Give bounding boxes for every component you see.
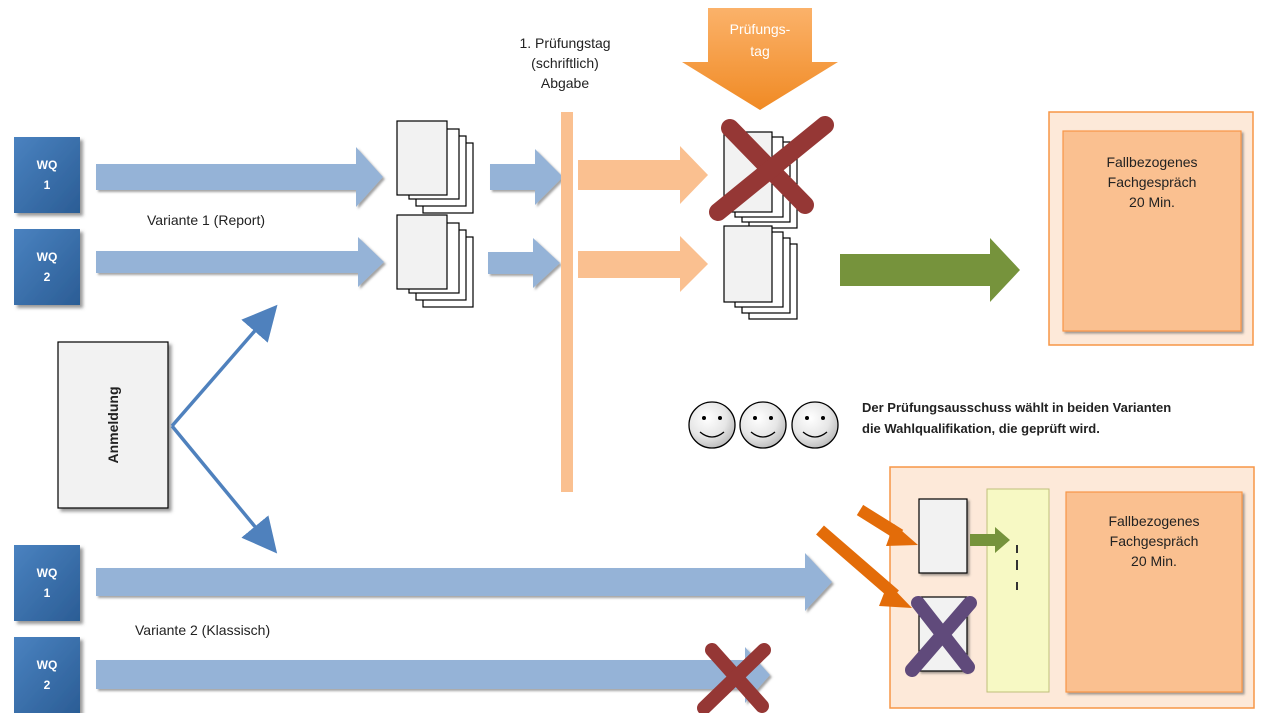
exam-day-1-line2: (schriftlich) xyxy=(531,55,599,71)
arrow-v2-wq2-long xyxy=(96,647,770,703)
arrow-wq2-to-docs xyxy=(96,237,384,287)
registration-label: Anmeldung xyxy=(105,386,121,464)
panel-top-text: Fallbezogenes Fachgespräch 20 Min. xyxy=(1063,152,1241,212)
yellow-box-text-lines xyxy=(1016,545,1018,590)
cross-icon-exam-top xyxy=(709,116,834,221)
wq-label-v2-1: WQ 1 xyxy=(14,545,80,621)
exam-day-arrow xyxy=(682,8,838,110)
wq-label-line1: WQ xyxy=(36,658,58,672)
wq-box-v2-1 xyxy=(14,545,80,621)
panel-top-line2: Fachgespräch xyxy=(1107,174,1197,190)
arrow-green-small xyxy=(970,527,1010,553)
panel-bottom-line1: Fallbezogenes xyxy=(1108,513,1200,529)
committee-note-line2: die Wahlqualifikation, die geprüft wird. xyxy=(862,421,1100,436)
arrow-wq1-to-docs xyxy=(96,147,383,207)
arrow-peach-bottom xyxy=(578,236,708,292)
doc-small-top xyxy=(918,498,968,574)
smiley-icon-1 xyxy=(688,401,736,449)
exam-day-1-label: 1. Prüfungstag (schriftlich) Abgabe xyxy=(490,33,640,93)
doc-stack-exam-bottom xyxy=(723,225,798,320)
cross-icon-v2-wq2 xyxy=(697,643,771,713)
cross-icon-purple xyxy=(905,596,977,677)
wq-label-line2: 2 xyxy=(43,270,51,284)
wq-label-line2: 2 xyxy=(43,678,51,692)
wq-label-line1: WQ xyxy=(36,250,58,264)
doc-stack-v1-wq1 xyxy=(396,120,474,214)
wq-label-line2: 1 xyxy=(43,178,51,192)
exam-day-arrow-label: Prüfungs- tag xyxy=(708,18,812,62)
panel-bottom-text: Fallbezogenes Fachgespräch 20 Min. xyxy=(1066,511,1242,571)
arrow-docs2-to-line xyxy=(488,238,560,288)
wq-label-line2: 1 xyxy=(43,586,51,600)
exam-day-arrow-line1: Prüfungs- xyxy=(729,21,791,37)
exam-day-1-line xyxy=(561,112,573,492)
registration-box xyxy=(57,341,169,509)
wq-box-v1-2 xyxy=(14,229,80,305)
wq-label-v1-1: WQ 1 xyxy=(14,137,80,213)
wq-label-line1: WQ xyxy=(36,566,58,580)
arrow-registration-to-v1 xyxy=(170,304,278,428)
arrow-green-to-panel xyxy=(840,238,1020,302)
panel-bottom-line2: Fachgespräch xyxy=(1109,533,1199,549)
wq-label-v1-2: WQ 2 xyxy=(14,229,80,305)
committee-note-line1: Der Prüfungsausschuss wählt in beiden Va… xyxy=(862,400,1172,415)
exam-day-1-line1: 1. Prüfungstag xyxy=(519,35,611,51)
panel-top-line1: Fallbezogenes xyxy=(1106,154,1198,170)
committee-note: Der Prüfungsausschuss wählt in beiden Va… xyxy=(862,397,1171,439)
panel-bottom-line3: 20 Min. xyxy=(1131,553,1177,569)
panel-top-inner xyxy=(1062,130,1242,332)
smiley-icon-3 xyxy=(791,401,839,449)
exam-day-arrow-line2: tag xyxy=(750,43,770,59)
panel-bottom-inner xyxy=(1065,491,1243,693)
arrow-orange-short xyxy=(856,504,918,546)
exam-day-1-line3: Abgabe xyxy=(540,75,590,91)
arrow-orange-long xyxy=(816,525,912,608)
arrow-peach-top xyxy=(578,146,708,204)
arrow-v2-wq1-long xyxy=(96,553,832,611)
arrow-docs1-to-line xyxy=(490,149,563,205)
variant-2-label: Variante 2 (Klassisch) xyxy=(135,622,271,638)
panel-top-line3: 20 Min. xyxy=(1129,194,1175,210)
yellow-box xyxy=(986,488,1050,693)
wq-box-v2-2 xyxy=(14,637,80,713)
arrow-registration-to-v2 xyxy=(170,424,278,554)
wq-label-line1: WQ xyxy=(36,158,58,172)
doc-stack-v1-wq2 xyxy=(396,214,474,308)
wq-label-v2-2: WQ 2 xyxy=(14,637,80,713)
smiley-icon-2 xyxy=(739,401,787,449)
variant-1-label: Variante 1 (Report) xyxy=(147,212,266,228)
wq-box-v1-1 xyxy=(14,137,80,213)
